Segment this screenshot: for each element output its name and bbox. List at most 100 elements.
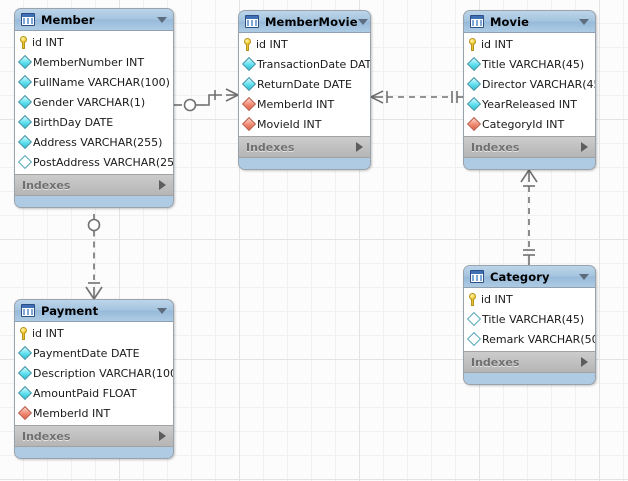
table-column-row[interactable]: Description VARCHAR(100) (15, 363, 173, 383)
column-icon (17, 94, 33, 110)
table-icon (470, 270, 484, 283)
table-indexes-section[interactable]: Indexes (15, 425, 173, 447)
table-column-row[interactable]: PostAddress VARCHAR(255) (15, 152, 173, 172)
table-column-row[interactable]: AmountPaid FLOAT (15, 383, 173, 403)
column-label: Director VARCHAR(45) (482, 77, 596, 91)
expand-right-icon[interactable] (159, 180, 166, 190)
table-header[interactable]: MemberMovie (239, 11, 370, 33)
column-icon (17, 54, 33, 70)
column-icon (466, 56, 482, 72)
table-indexes-section[interactable]: Indexes (464, 136, 595, 158)
column-label: Address VARCHAR(255) (33, 135, 163, 149)
column-label: MemberNumber INT (33, 55, 145, 69)
table-node-member[interactable]: Member id INT MemberNumber INT FullName … (14, 8, 174, 208)
table-columns: id INT MemberNumber INT FullName VARCHAR… (15, 31, 173, 174)
nullable-column-icon (17, 154, 33, 170)
table-column-row[interactable]: Title VARCHAR(45) (464, 54, 595, 74)
table-column-row[interactable]: MemberId INT (15, 403, 173, 423)
table-header[interactable]: Category (464, 266, 595, 288)
chevron-down-icon[interactable] (579, 273, 589, 280)
column-label: MovieId INT (257, 117, 322, 131)
expand-right-icon[interactable] (581, 357, 588, 367)
table-column-row[interactable]: MemberId INT (239, 94, 370, 114)
table-node-category[interactable]: Category id INT Title VARCHAR(45) Remark… (463, 265, 596, 385)
expand-right-icon[interactable] (356, 142, 363, 152)
column-label: TransactionDate DATE (257, 57, 371, 71)
column-icon (17, 74, 33, 90)
table-node-membermovie[interactable]: MemberMovie id INT TransactionDate DATE … (238, 10, 371, 170)
foreign-key-icon (241, 96, 257, 112)
table-columns: id INT TransactionDate DATE ReturnDate D… (239, 33, 370, 136)
table-column-row[interactable]: MemberNumber INT (15, 52, 173, 72)
table-column-row[interactable]: Title VARCHAR(45) (464, 309, 595, 329)
column-icon (17, 114, 33, 130)
table-node-movie[interactable]: Movie id INT Title VARCHAR(45) Director … (463, 10, 596, 170)
table-column-row[interactable]: TransactionDate DATE (239, 54, 370, 74)
column-label: id INT (32, 35, 64, 49)
table-column-row[interactable]: Address VARCHAR(255) (15, 132, 173, 152)
nullable-column-icon (466, 311, 482, 327)
table-column-row[interactable]: Director VARCHAR(45) (464, 74, 595, 94)
table-title: Category (490, 269, 550, 284)
column-label: BirthDay DATE (33, 115, 114, 129)
table-column-row[interactable]: BirthDay DATE (15, 112, 173, 132)
expand-right-icon[interactable] (159, 431, 166, 441)
table-footer (15, 447, 173, 458)
expand-right-icon[interactable] (581, 142, 588, 152)
chevron-down-icon[interactable] (579, 18, 589, 25)
primary-key-icon (469, 37, 478, 51)
column-label: Title VARCHAR(45) (482, 57, 585, 71)
column-label: Gender VARCHAR(1) (33, 95, 146, 109)
table-footer (239, 158, 370, 169)
table-column-row[interactable]: Gender VARCHAR(1) (15, 92, 173, 112)
table-column-row[interactable]: id INT (239, 34, 370, 54)
indexes-label: Indexes (22, 429, 71, 443)
column-label: CategoryId INT (482, 117, 565, 131)
column-icon (17, 365, 33, 381)
table-header[interactable]: Payment (15, 300, 173, 322)
primary-key-icon (20, 326, 29, 340)
table-column-row[interactable]: id INT (15, 323, 173, 343)
indexes-label: Indexes (471, 140, 520, 154)
table-column-row[interactable]: ReturnDate DATE (239, 74, 370, 94)
column-label: AmountPaid FLOAT (33, 386, 137, 400)
table-title: Member (41, 12, 95, 27)
column-icon (17, 134, 33, 150)
table-footer (15, 196, 173, 207)
chevron-down-icon[interactable] (157, 16, 167, 23)
table-indexes-section[interactable]: Indexes (239, 136, 370, 158)
table-footer (464, 373, 595, 384)
table-icon (21, 304, 35, 317)
table-header[interactable]: Movie (464, 11, 595, 33)
table-column-row[interactable]: MovieId INT (239, 114, 370, 134)
nullable-column-icon (466, 331, 482, 347)
column-icon (241, 56, 257, 72)
chevron-down-icon[interactable] (157, 307, 167, 314)
table-column-row[interactable]: Remark VARCHAR(500) (464, 329, 595, 349)
column-icon (466, 96, 482, 112)
table-column-row[interactable]: CategoryId INT (464, 114, 595, 134)
primary-key-icon (244, 37, 253, 51)
table-header[interactable]: Member (15, 9, 173, 31)
table-column-row[interactable]: id INT (464, 34, 595, 54)
table-column-row[interactable]: id INT (464, 289, 595, 309)
column-icon (241, 76, 257, 92)
column-label: FullName VARCHAR(100) (33, 75, 170, 89)
table-column-row[interactable]: id INT (15, 32, 173, 52)
column-label: Description VARCHAR(100) (33, 366, 174, 380)
table-column-row[interactable]: PaymentDate DATE (15, 343, 173, 363)
primary-key-icon (469, 292, 478, 306)
table-column-row[interactable]: FullName VARCHAR(100) (15, 72, 173, 92)
table-indexes-section[interactable]: Indexes (464, 351, 595, 373)
table-column-row[interactable]: YearReleased INT (464, 94, 595, 114)
column-icon (17, 345, 33, 361)
table-node-payment[interactable]: Payment id INT PaymentDate DATE Descript… (14, 299, 174, 459)
column-label: Title VARCHAR(45) (482, 312, 585, 326)
foreign-key-icon (17, 405, 33, 421)
table-icon (245, 15, 259, 28)
column-label: id INT (481, 37, 513, 51)
chevron-down-icon[interactable] (357, 18, 368, 25)
table-indexes-section[interactable]: Indexes (15, 174, 173, 196)
relationship-member-membermovie (174, 88, 239, 112)
